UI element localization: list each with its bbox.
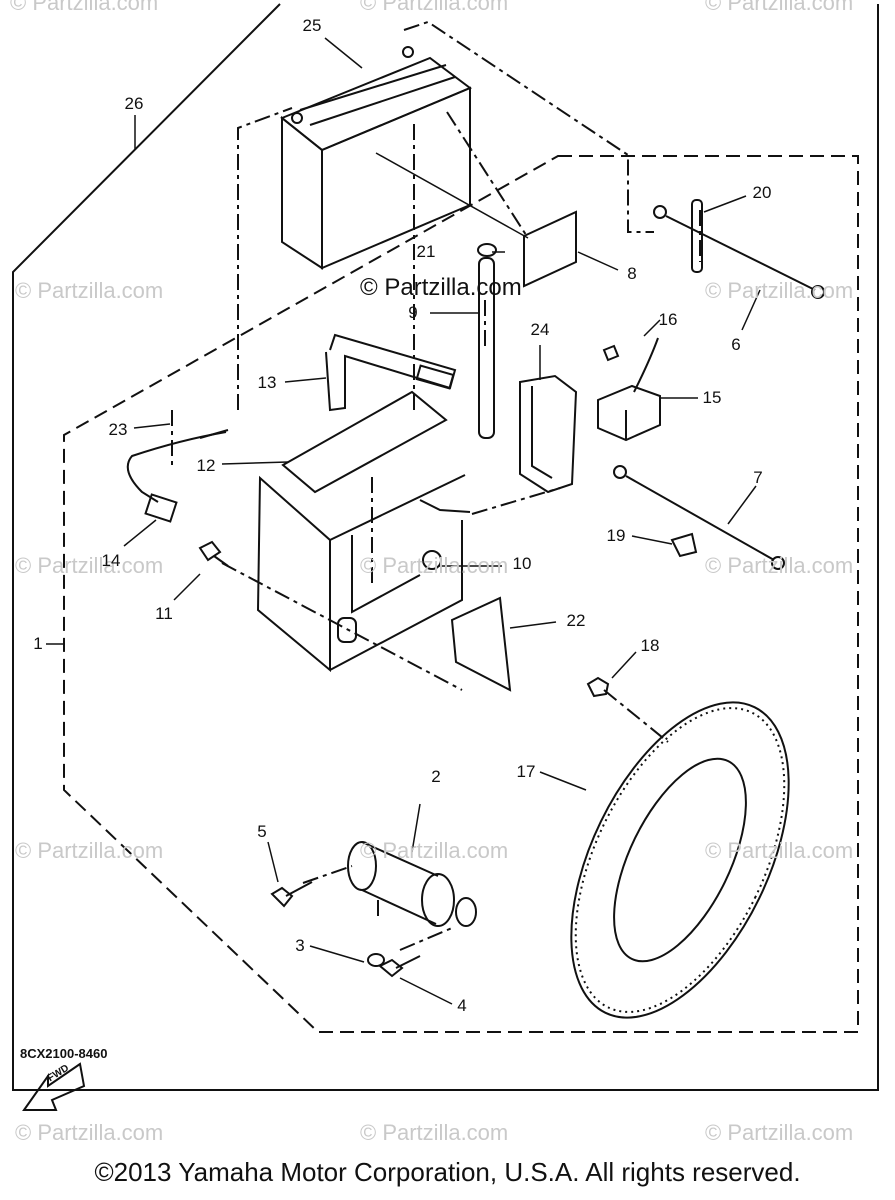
callout-16: 16 [658,310,678,329]
callout-14: 14 [101,551,121,570]
fwd-arrow-icon [22,1062,86,1111]
minus-lead [653,199,825,299]
watermark: © Partzilla.com [705,838,854,863]
watermark: © Partzilla.com [360,838,509,863]
cover [519,374,578,494]
starter-motor [347,841,477,927]
breather-pipe [478,257,495,439]
watermark: © Partzilla.com [705,0,854,15]
lead-wire [126,429,229,523]
callout-4: 4 [457,996,467,1015]
callout-2: 2 [431,767,441,786]
callout-9: 9 [408,303,418,322]
callout-10: 10 [512,554,532,573]
watermark: © Partzilla.com [705,278,854,303]
callout-3: 3 [295,936,305,955]
callout-25: 25 [302,16,322,35]
callout-7: 7 [753,468,763,487]
callout-12: 12 [196,456,216,475]
watermark: © Partzilla.com [705,553,854,578]
sheet [523,210,577,288]
bolt-4 [378,955,421,978]
callout-19: 19 [606,526,626,545]
starter-relay [597,337,661,442]
callout-22: 22 [566,611,586,630]
assembly-outline [63,155,859,1033]
battery-box [256,474,471,673]
callout-5: 5 [257,822,267,841]
plus-lead [613,465,785,570]
watermark: © Partzilla.com [15,838,164,863]
watermark: © Partzilla.com [10,0,159,15]
copyright-notice: ©2013 Yamaha Motor Corporation, U.S.A. A… [94,1157,801,1187]
callout-15: 15 [702,388,722,407]
callout-18: 18 [640,636,660,655]
nut-3 [367,953,385,967]
watermark: © Partzilla.com [15,553,164,578]
clamp [477,243,497,257]
callout-13: 13 [257,373,277,392]
callout-24: 24 [530,320,550,339]
callout-11: 11 [155,604,173,623]
watermark: © Partzilla.com [15,278,164,303]
watermark: © Partzilla.com [705,1120,854,1145]
battery-pad [281,390,448,494]
watermark: © Partzilla.com [360,553,509,578]
watermark: © Partzilla.com [360,1120,509,1145]
battery-band [325,333,457,412]
callout-17: 17 [516,762,536,781]
bolt-5 [270,881,313,908]
callout-20: 20 [752,183,772,202]
diagram-code: 8CX2100-8460 [20,1046,108,1061]
bolt-18 [586,676,610,698]
callout-23: 23 [108,420,128,439]
bolt [198,540,229,567]
watermark: © Partzilla.com [360,0,509,15]
watermark: © Partzilla.com [15,1120,164,1145]
ring-gear-disc [570,701,790,1019]
center-watermark: © Partzilla.com [360,274,522,301]
callout-26: 26 [124,94,144,113]
callout-1: 1 [33,634,43,653]
callout-6: 6 [731,335,741,354]
protector [450,596,512,692]
battery [280,46,529,270]
callout-8: 8 [627,264,637,283]
kit-outline [12,3,879,1091]
callout-21: 21 [416,242,436,261]
